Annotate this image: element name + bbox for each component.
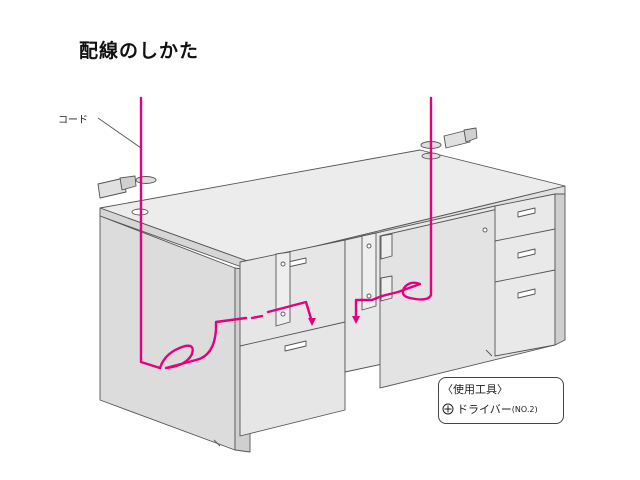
plus-screwdriver-icon [442, 403, 454, 415]
right-drawer-handle-2 [517, 248, 536, 259]
page-title: 配線のしかた [79, 40, 200, 62]
right-drawer-handle-1 [517, 207, 536, 218]
left-drawer-stack [239, 239, 346, 437]
arrow-down-right [352, 316, 360, 324]
cord-left-to-bracket [266, 300, 314, 324]
arrow-down-left [308, 318, 316, 326]
tools-heading: 〈使用工具〉 [442, 383, 508, 396]
grommet-cap-left [97, 177, 127, 199]
tools-item: ドライバー(NO.2) [442, 401, 538, 417]
tools-box: 〈使用工具〉 ドライバー(NO.2) [438, 377, 564, 424]
right-drawer-handle-3 [517, 288, 536, 299]
cord-paths [139, 96, 433, 370]
grommet-ring-left [135, 176, 157, 184]
right-drawer-stack [494, 193, 556, 357]
tools-item-label: ドライバー [457, 403, 512, 416]
cord-left [139, 96, 248, 370]
cord-leader-line [97, 117, 142, 149]
left-drawer-handle [284, 340, 307, 352]
cord-label: コード [58, 115, 88, 126]
cable-bracket-right [361, 232, 377, 311]
tools-item-note: (NO.2) [511, 404, 538, 414]
cord-right [354, 96, 433, 320]
grommet-cap-right [443, 129, 471, 149]
